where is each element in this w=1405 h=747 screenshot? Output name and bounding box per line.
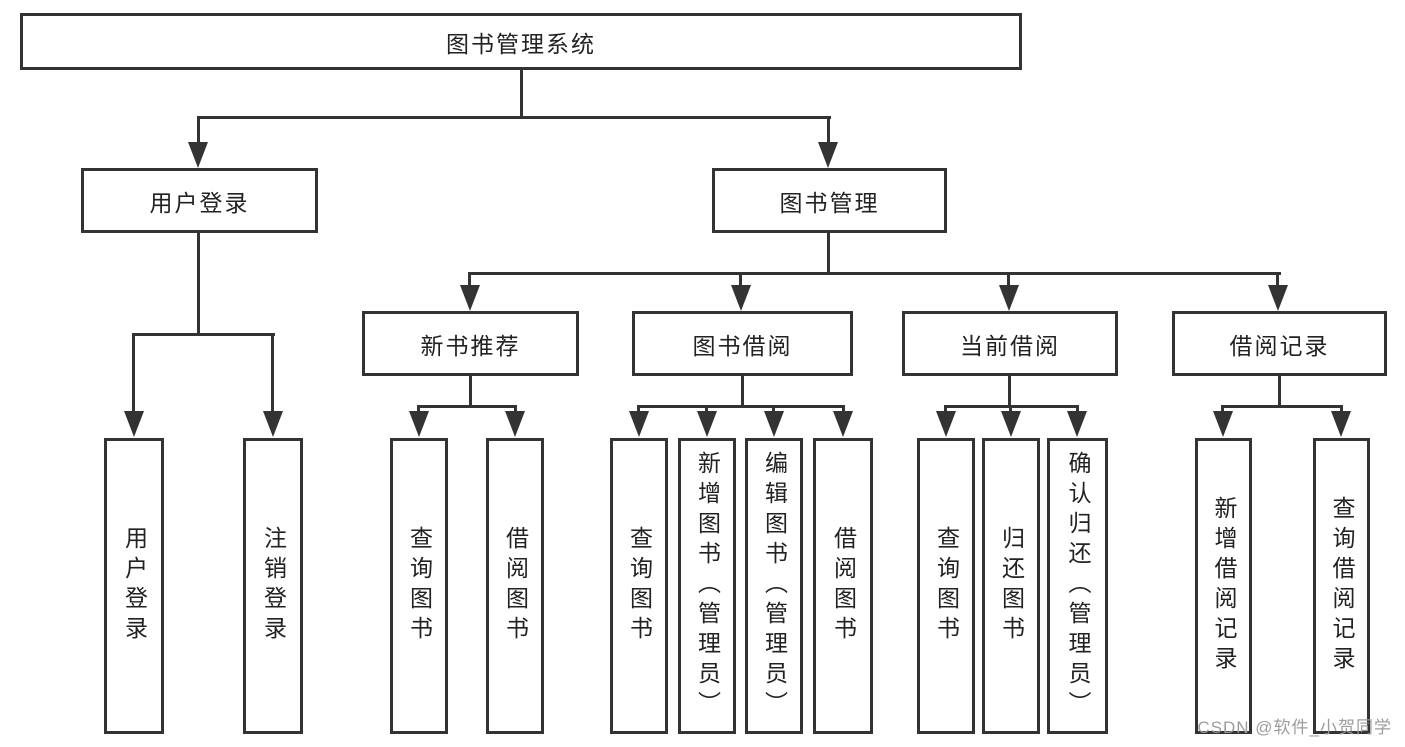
leaf-br-add-record-label: 新增借阅记录 xyxy=(1211,496,1237,676)
node-root-system: 图书管理系统 xyxy=(20,13,1022,70)
node-book-management: 图书管理 xyxy=(712,168,947,233)
edge-br-stub xyxy=(1278,376,1281,408)
leaf-logout: 注销登录 xyxy=(243,438,303,734)
arrowhead-nb-query-books xyxy=(409,411,429,437)
edge-nb-stub xyxy=(469,376,472,408)
arrowhead-bb-borrow-books xyxy=(833,411,853,437)
arrowhead-bb-query-books xyxy=(629,411,649,437)
leaf-bb-edit-books-admin: 编辑图书（管理员） xyxy=(745,438,803,734)
leaf-bb-add-books-admin: 新增图书（管理员） xyxy=(678,438,736,734)
edge-to-borrow-records xyxy=(1276,272,1279,288)
leaf-bb-query-books-label: 查询图书 xyxy=(626,526,653,646)
edge-bb-stub xyxy=(741,376,744,408)
leaf-user-login: 用户登录 xyxy=(104,438,164,734)
edge-br-branch xyxy=(1221,405,1343,408)
leaf-bb-add-books-admin-label: 新增图书（管理员） xyxy=(694,451,721,721)
node-new-book-recommend: 新书推荐 xyxy=(362,311,579,376)
arrowhead-cb-return-books xyxy=(1001,411,1021,437)
arrowhead-book-management xyxy=(818,142,838,168)
node-book-borrow: 图书借阅 xyxy=(632,311,853,376)
edge-root-to-user-login xyxy=(197,116,200,144)
edge-to-book-borrow xyxy=(739,272,742,288)
edge-to-leaf-user-login xyxy=(132,333,135,415)
arrowhead-br-query-record xyxy=(1331,411,1351,437)
edge-to-new-book-recommend xyxy=(468,272,471,288)
leaf-cb-query-books-label: 查询图书 xyxy=(933,526,960,646)
csdn-watermark: CSDN @软件_小贺同学 xyxy=(1197,718,1392,737)
leaf-br-query-record: 查询借阅记录 xyxy=(1313,438,1370,734)
arrowhead-book-borrow xyxy=(731,285,751,311)
leaf-br-add-record: 新增借阅记录 xyxy=(1195,438,1252,734)
edge-root-stub xyxy=(520,68,523,119)
leaf-bb-edit-books-admin-label: 编辑图书（管理员） xyxy=(761,451,788,721)
leaf-cb-return-books: 归还图书 xyxy=(982,438,1040,734)
arrowhead-cb-query-books xyxy=(936,411,956,437)
leaf-bb-borrow-books: 借阅图书 xyxy=(813,438,873,734)
leaf-logout-label: 注销登录 xyxy=(260,526,287,646)
edge-bb-branch xyxy=(637,405,845,408)
edge-book-mgmt-branch xyxy=(468,272,1281,275)
edge-cb-stub xyxy=(1008,376,1011,408)
arrowhead-current-borrow xyxy=(999,285,1019,311)
node-borrow-records: 借阅记录 xyxy=(1172,311,1387,376)
arrowhead-nb-borrow-books xyxy=(505,411,525,437)
leaf-nb-query-books: 查询图书 xyxy=(390,438,448,734)
leaf-nb-borrow-books: 借阅图书 xyxy=(486,438,544,734)
arrowhead-br-add-record xyxy=(1213,411,1233,437)
arrowhead-bb-add-books xyxy=(697,411,717,437)
arrowhead-borrow-records xyxy=(1268,285,1288,311)
arrowhead-new-book-recommend xyxy=(460,285,480,311)
leaf-cb-return-books-label: 归还图书 xyxy=(998,526,1025,646)
arrowhead-user-login xyxy=(188,142,208,168)
edge-to-current-borrow xyxy=(1007,272,1010,288)
leaf-nb-query-books-label: 查询图书 xyxy=(406,526,433,646)
leaf-nb-borrow-books-label: 借阅图书 xyxy=(502,526,529,646)
edge-nb-branch xyxy=(417,405,517,408)
leaf-cb-query-books: 查询图书 xyxy=(917,438,975,734)
leaf-br-query-record-label: 查询借阅记录 xyxy=(1329,496,1355,676)
arrowhead-leaf-logout xyxy=(263,411,283,437)
arrowhead-bb-edit-books xyxy=(764,411,784,437)
leaf-bb-borrow-books-label: 借阅图书 xyxy=(830,526,857,646)
edge-root-branch xyxy=(197,116,831,119)
edge-to-leaf-logout xyxy=(271,333,274,415)
arrowhead-cb-confirm-return xyxy=(1067,411,1087,437)
edge-user-login-branch xyxy=(132,333,275,336)
node-user-login: 用户登录 xyxy=(81,168,318,233)
edge-root-to-book-management xyxy=(827,116,830,144)
leaf-cb-confirm-return-admin-label: 确认归还（管理员） xyxy=(1065,451,1091,721)
node-current-borrow: 当前借阅 xyxy=(902,311,1118,376)
edge-book-mgmt-stub xyxy=(827,233,830,275)
leaf-cb-confirm-return-admin: 确认归还（管理员） xyxy=(1047,438,1108,734)
arrowhead-leaf-user-login xyxy=(124,411,144,437)
leaf-user-login-label: 用户登录 xyxy=(121,526,148,646)
leaf-bb-query-books: 查询图书 xyxy=(610,438,668,734)
edge-user-login-stub xyxy=(197,233,200,336)
